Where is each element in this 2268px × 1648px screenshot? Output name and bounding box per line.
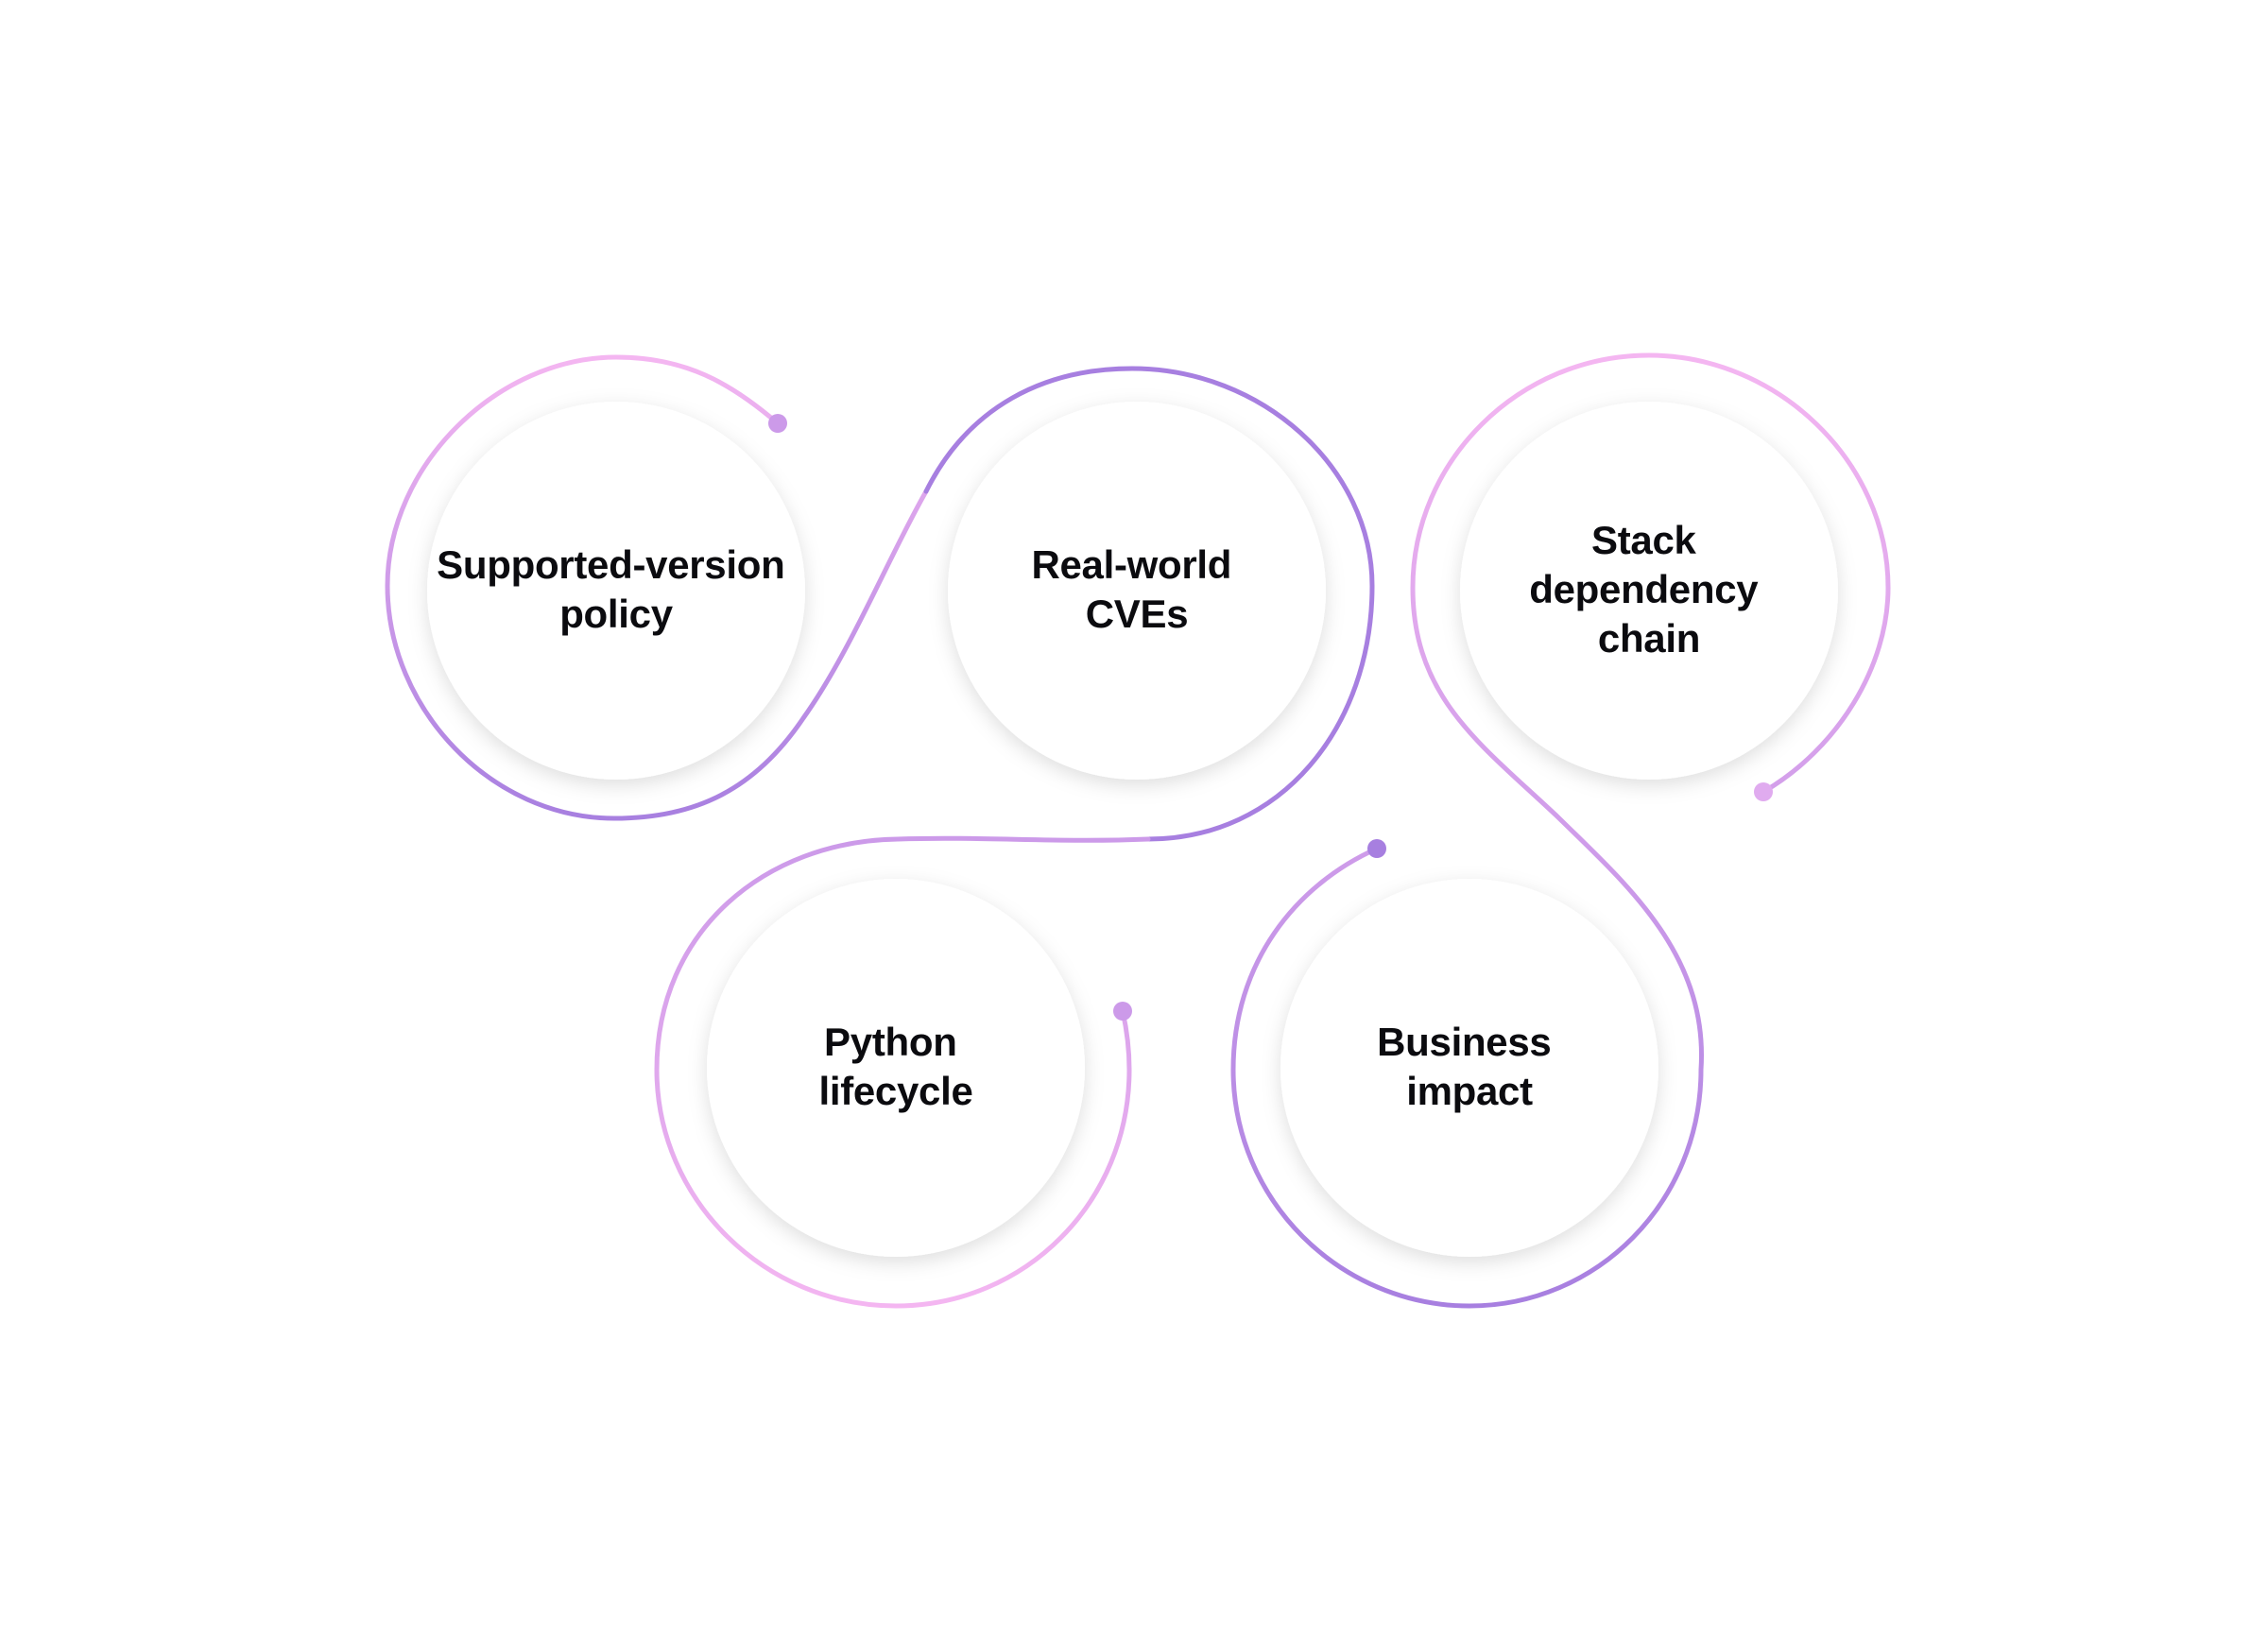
- node-label-business-impact: Business impact: [1377, 1020, 1562, 1113]
- node-circle-business-impact: [1280, 879, 1658, 1257]
- endpoint-dot: [1113, 1002, 1132, 1021]
- connector-cves-loop: [923, 366, 1375, 842]
- node-label-supported-version-policy: Supported-version policy: [437, 542, 796, 636]
- node-circles: [427, 402, 1838, 1257]
- node-circle-stack-dependency-chain: [1460, 402, 1838, 780]
- node-circle-supported-version-policy: [427, 402, 805, 780]
- node-label-stack-dependency-chain: Stack dependency chain: [1529, 518, 1768, 661]
- endpoint-dot: [768, 414, 787, 433]
- connector-endpoints: [768, 414, 1773, 1021]
- endpoint-dot: [1754, 782, 1773, 801]
- connector-supported-to-cves: [385, 354, 929, 821]
- node-label-python-lifecycle: Python lifecycle: [818, 1020, 972, 1113]
- node-circle-python-lifecycle: [707, 879, 1085, 1257]
- connector-cves-to-python: [654, 835, 1151, 1309]
- connector-stack-to-business: [1230, 352, 1891, 1309]
- node-label-real-world-cves: Real-world CVEs: [1031, 542, 1242, 636]
- node-circle-real-world-cves: [948, 402, 1326, 780]
- endpoint-dot: [1367, 839, 1386, 858]
